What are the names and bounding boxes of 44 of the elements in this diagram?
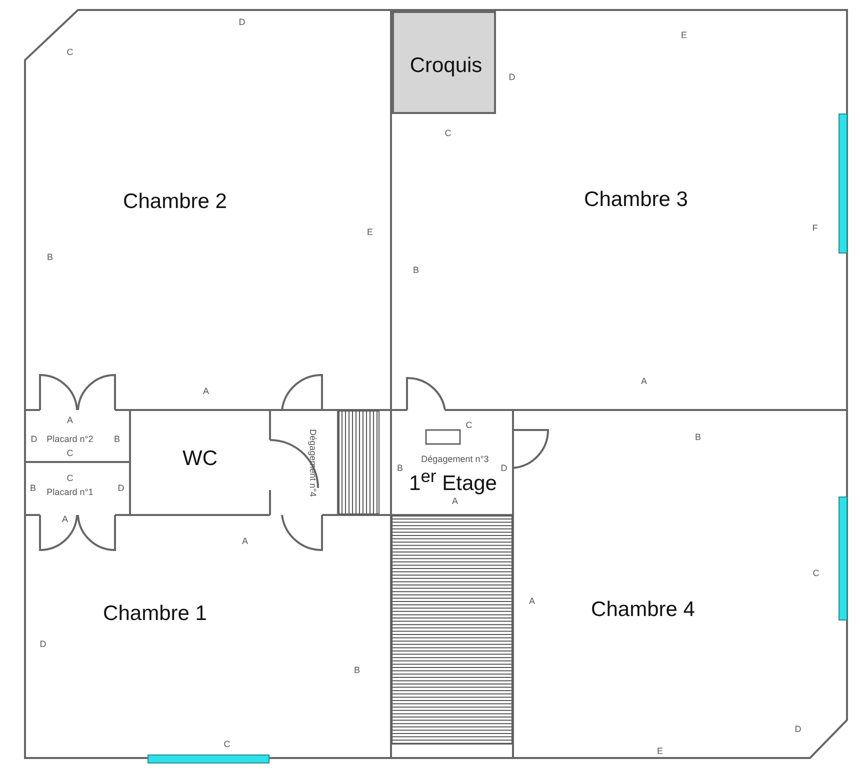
wall-letter: B: [30, 483, 36, 493]
wall-letter: B: [47, 252, 53, 262]
wall-letter: A: [203, 386, 209, 396]
room-label: 1$^{er}$ Etage: [409, 466, 497, 496]
wall-letter: C: [66, 47, 74, 57]
wall-letter: D: [508, 72, 516, 82]
wall-letter: D: [30, 434, 38, 444]
wall-letter: B: [354, 665, 360, 675]
wall-letter: C: [224, 739, 230, 749]
wall-letter: A: [242, 536, 248, 546]
wall-letter: C: [66, 448, 74, 458]
room-label: Chambre 3: [584, 188, 688, 212]
room-label: Dégagement n°3: [421, 454, 489, 464]
wall-letter: E: [657, 746, 663, 756]
wall-letter: C: [66, 473, 74, 483]
room-label: Chambre 4: [591, 598, 695, 622]
wall-letter: B: [695, 432, 701, 442]
wall-letter: C: [444, 128, 452, 138]
wall-letter: D: [500, 463, 508, 473]
room-label: Croquis: [410, 54, 482, 78]
room-label: Dégagement n°4: [308, 429, 318, 497]
wall-letter: C: [812, 568, 820, 578]
room-label: Placard n°2: [46, 434, 94, 444]
shaded-area: [392, 11, 496, 114]
room-label: Chambre 1: [103, 602, 207, 626]
room-label: WC: [182, 447, 218, 471]
wall-letter: A: [641, 376, 647, 386]
wall-letter: D: [40, 639, 46, 649]
wall-letter: A: [452, 496, 458, 506]
wall-letter: D: [794, 724, 802, 734]
wall-letter: A: [529, 596, 535, 606]
wall-letter: B: [413, 265, 419, 275]
room-label: Placard n°1: [46, 487, 94, 497]
wall-letter: E: [681, 30, 687, 40]
wall-letter: C: [466, 420, 472, 430]
wall-letter: B: [397, 463, 403, 473]
wall-letter: B: [114, 434, 120, 444]
wall-letter: F: [812, 223, 818, 233]
wall-letter: E: [367, 227, 373, 237]
wall-letter: D: [118, 483, 124, 493]
wall-letter: A: [67, 415, 73, 425]
wall-letter: D: [238, 17, 246, 27]
wall-letter: A: [62, 514, 68, 524]
room-label: Chambre 2: [123, 190, 227, 214]
